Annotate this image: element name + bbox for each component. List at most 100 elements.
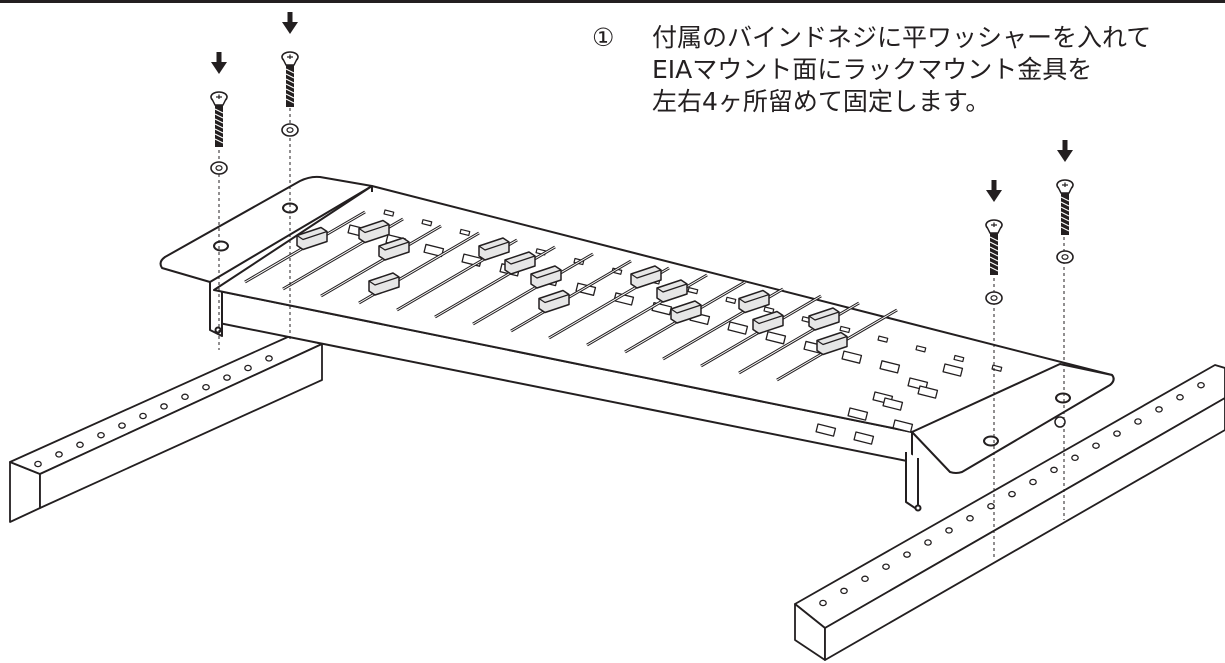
rail-hole <box>244 364 252 372</box>
rail-hole <box>139 412 147 420</box>
rail-hole <box>987 502 995 510</box>
rail-hole <box>1029 478 1037 486</box>
rail-hole <box>1113 430 1121 437</box>
channel-button <box>815 423 837 437</box>
ear-hole <box>213 240 229 252</box>
fader-knob-edge <box>816 335 848 346</box>
fader-knob-edge <box>738 293 770 304</box>
rail-hole <box>1155 406 1163 413</box>
channel-button <box>841 350 863 364</box>
panel-details <box>244 209 1003 445</box>
rail-hole <box>966 515 974 522</box>
bind-screw-icon <box>281 51 299 108</box>
rail-hole <box>118 422 126 429</box>
fader-knob-edge <box>504 255 536 265</box>
rail-hole <box>181 393 189 401</box>
rail-hole <box>76 441 84 449</box>
rail-hole <box>1176 394 1184 401</box>
bind-screw-icon <box>985 219 1003 276</box>
left-rack-ear <box>159 175 373 283</box>
rail-hole <box>861 575 869 583</box>
fader-knob-edge <box>670 304 702 314</box>
rail-hole <box>819 599 827 607</box>
indicator-led <box>991 364 1003 372</box>
right-rack-rail <box>794 364 1225 661</box>
rail-hole <box>1050 466 1058 474</box>
channel-button <box>765 331 787 345</box>
rail-hole <box>160 403 168 410</box>
flat-washer-icon <box>281 123 299 137</box>
rail-hole <box>34 460 42 468</box>
indicator-led <box>725 296 737 304</box>
fader-knob-edge <box>530 269 562 279</box>
rail-hole <box>1092 442 1100 449</box>
fader-knob-edge <box>358 223 390 234</box>
indicator-led <box>383 209 395 217</box>
down-arrow-icon <box>986 180 1002 202</box>
indicator-led <box>953 354 965 363</box>
indicator-led <box>687 287 699 295</box>
left-rack-rail <box>9 335 323 523</box>
flat-washer-icon <box>1056 250 1074 264</box>
fader-knob-edge <box>368 276 400 286</box>
indicator-led <box>877 335 889 343</box>
instruction-line-3: 左右4ヶ所留めて固定します。 <box>652 87 991 116</box>
fader-knob-edge <box>538 293 570 304</box>
step-number: ① <box>592 23 615 52</box>
indicator-led <box>839 325 851 334</box>
fader-knob-edge <box>630 269 662 279</box>
instruction-line-1: 付属のバインドネジに平ワッシャーを入れて <box>652 23 1152 52</box>
rail-hole <box>903 551 911 558</box>
indicator-led <box>763 306 775 314</box>
flat-washer-icon <box>985 291 1003 305</box>
down-arrow-icon <box>1057 140 1073 162</box>
down-arrow-icon <box>211 52 227 74</box>
indicator-led <box>915 345 927 353</box>
mixer-unit <box>159 175 1115 512</box>
fader-knob-edge <box>478 241 510 251</box>
rail-hole <box>924 539 932 546</box>
indicator-led <box>421 219 433 227</box>
down-arrow-icon <box>282 12 298 34</box>
instruction-line-2: EIAマウント面にラックマウント金具を <box>652 55 1093 84</box>
rail-hole <box>882 563 890 570</box>
fader-slot-inner <box>472 253 594 325</box>
rail-hole <box>840 587 848 595</box>
fader-knob-edge <box>296 230 328 241</box>
indicator-led <box>459 228 471 237</box>
channel-button <box>727 321 749 335</box>
fader-knob-edge <box>752 314 784 325</box>
channel-button <box>853 431 875 445</box>
channel-button <box>892 419 914 433</box>
fader-knob-edge <box>656 283 688 293</box>
rail-hole <box>1071 454 1079 462</box>
hardware <box>210 12 1074 560</box>
rail-hole <box>55 451 63 458</box>
left-rail-holes <box>34 355 273 468</box>
channel-button <box>942 363 964 377</box>
channel-button <box>879 360 901 374</box>
top-rule <box>0 0 1225 3</box>
channel-button <box>847 407 869 421</box>
rail-hole <box>945 527 953 534</box>
fader-slot-inner <box>510 260 632 332</box>
rail-hole <box>97 431 105 439</box>
channel-button <box>882 397 904 411</box>
right-rack-ear <box>911 363 1115 474</box>
instruction-lines: 付属のバインドネジに平ワッシャーを入れて EIAマウント面にラックマウント金具を… <box>652 22 1151 118</box>
rail-hole <box>1134 418 1142 425</box>
channel-button <box>917 385 939 399</box>
fader-knob-edge <box>808 311 840 321</box>
ear-hole <box>1055 392 1071 404</box>
rail-hole <box>223 374 231 381</box>
rail-hole <box>1197 381 1205 389</box>
flat-washer-icon <box>210 161 228 175</box>
rail-hole <box>1008 490 1016 498</box>
right-rail-holes <box>819 381 1205 607</box>
rail-hole <box>265 355 273 362</box>
ear-hole <box>983 435 999 447</box>
bind-screw-icon <box>1056 179 1074 236</box>
rail-hole <box>202 383 210 391</box>
bind-screw-icon <box>210 91 228 148</box>
